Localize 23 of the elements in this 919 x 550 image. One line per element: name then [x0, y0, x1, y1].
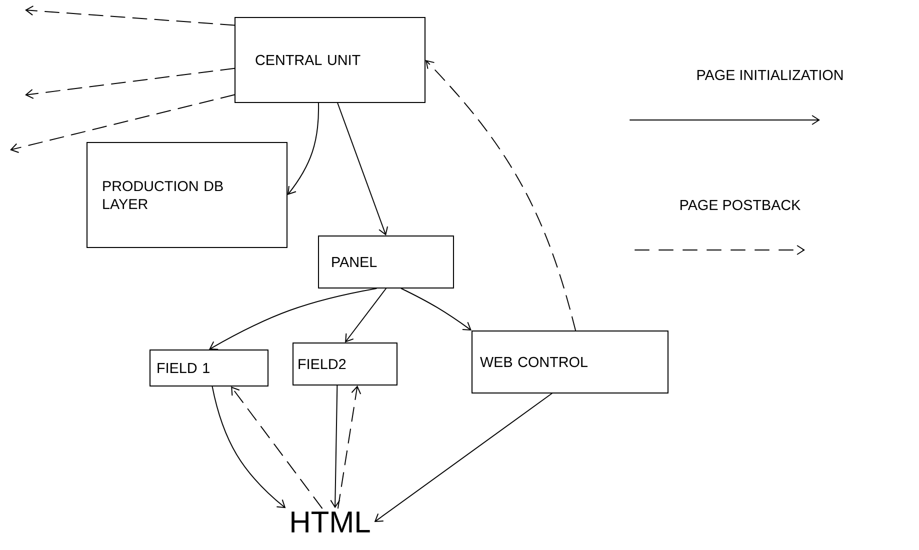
arrow [400, 288, 472, 330]
arrow [345, 288, 386, 342]
process-box: CENTRAL UNIT [234, 17, 426, 103]
arrow [337, 386, 362, 509]
legend-label: PAGE POSTBACK [680, 200, 801, 210]
process-box: FIELD2 [292, 342, 398, 386]
legend-label: PAGE INITIALIZATION [697, 70, 843, 80]
arrow [374, 393, 552, 522]
arrow [330, 385, 340, 508]
process-box: PANEL [318, 236, 454, 288]
process-box: PRODUCTION DB LAYER [86, 142, 288, 248]
process-box: FIELD 1 [150, 350, 268, 386]
arrow [337, 102, 388, 236]
arrow [288, 102, 320, 195]
process-box: WEB CONTROL [472, 330, 668, 394]
arrow [212, 386, 286, 508]
arrow [10, 94, 235, 153]
arrow [25, 6, 235, 26]
arrow [209, 288, 377, 350]
arrow [25, 68, 235, 99]
html-label: HTML [292, 512, 370, 532]
arrow [426, 60, 576, 331]
arrow [231, 386, 323, 509]
